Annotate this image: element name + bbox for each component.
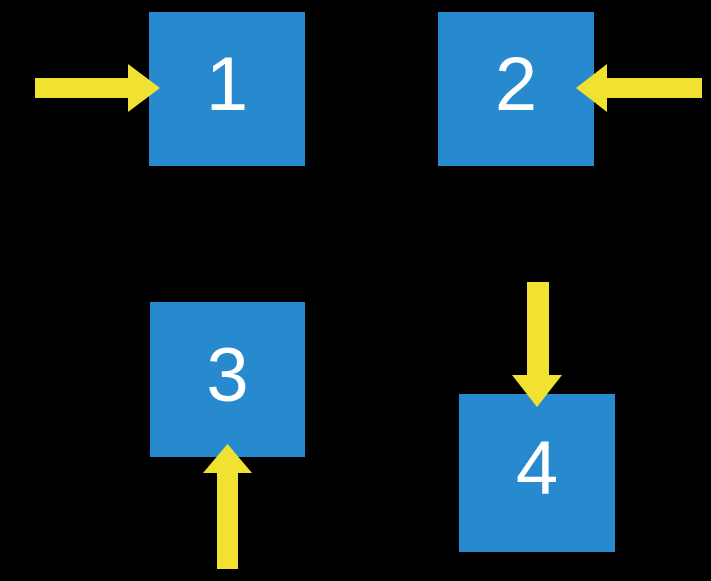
square-1-label: 1 — [205, 42, 249, 127]
arrow-down-icon — [512, 282, 562, 407]
square-1: 1 — [149, 12, 305, 166]
arrow-left-icon — [576, 64, 702, 112]
arrow-right-icon — [35, 64, 160, 112]
square-3: 3 — [150, 302, 305, 457]
square-2-label: 2 — [494, 42, 538, 127]
arrow-up-icon — [203, 444, 252, 569]
square-2: 2 — [438, 12, 594, 166]
square-4-label: 4 — [515, 426, 559, 511]
square-3-label: 3 — [206, 332, 249, 418]
square-4: 4 — [459, 394, 615, 552]
